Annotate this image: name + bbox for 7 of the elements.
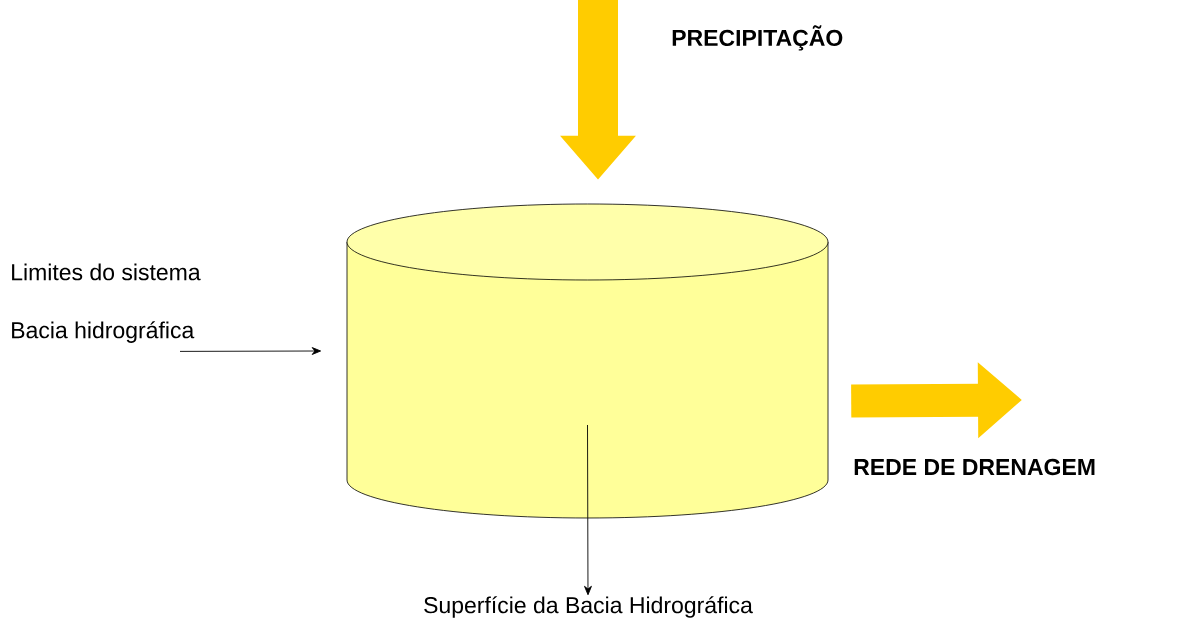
arrow	[584, 424, 592, 596]
cylinder	[346, 203, 829, 519]
flow-label: PRECIPITAÇÃO	[672, 25, 843, 51]
flow-label: REDE DE DRENAGEM	[854, 458, 1095, 476]
bottom-text: Superfície da Bacia Hidrográfica	[424, 596, 753, 618]
side-text: Limites do sistema Bacia hidrográfica	[12, 263, 201, 343]
arrow	[179, 347, 322, 355]
